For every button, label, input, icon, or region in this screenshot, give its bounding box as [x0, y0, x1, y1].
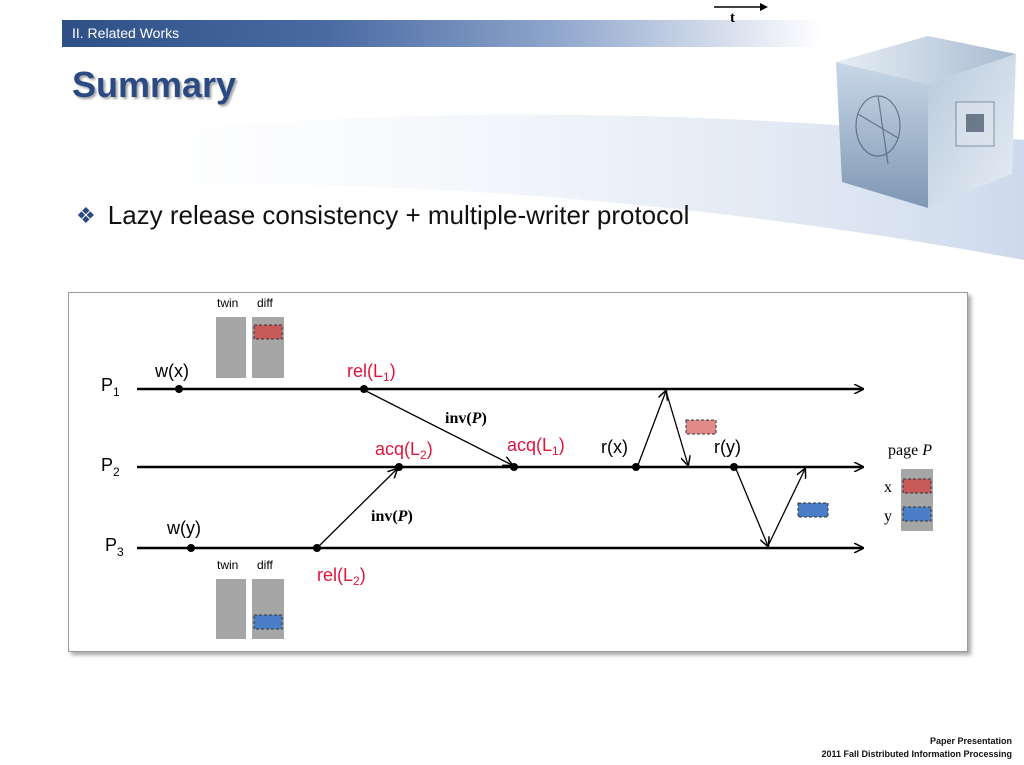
inv-label-bottom: inv(P)	[371, 508, 413, 525]
cube-logo-icon	[836, 36, 1016, 208]
bottom-twin-label: twin	[217, 558, 238, 572]
arrow-rx-reply	[665, 390, 688, 465]
bullet-item: ❖ Lazy release consistency + multiple-wr…	[76, 200, 689, 231]
time-arrow-icon: t	[714, 3, 768, 26]
protocol-diagram: P1 P2 P3 w(x) rel(L1) acq(L2) acq(L1) r(…	[101, 296, 933, 639]
diagram-frame: P1 P2 P3 w(x) rel(L1) acq(L2) acq(L1) r(…	[68, 292, 968, 652]
top-diff-x-block	[253, 324, 283, 340]
bullet-text: Lazy release consistency + multiple-writ…	[107, 200, 690, 230]
arrow-ry-request	[735, 468, 768, 546]
page-p-y-block	[902, 506, 932, 522]
diamond-bullet-icon: ❖	[76, 202, 96, 228]
label-acq-l2: acq(L2)	[375, 439, 433, 462]
process-label-p2: P2	[101, 455, 120, 479]
label-ry: r(y)	[714, 437, 741, 457]
bottom-diff-buffer	[252, 579, 284, 639]
label-rx: r(x)	[601, 437, 628, 457]
top-diff-label: diff	[257, 296, 273, 310]
slide-title: Summary	[72, 64, 237, 105]
time-arrow-label: t	[730, 10, 735, 26]
inv-label-top: inv(P)	[445, 410, 487, 427]
label-rel-l1: rel(L1)	[347, 361, 396, 384]
bottom-diff-y-block	[253, 614, 283, 630]
footer-course: 2011 Fall Distributed Information Proces…	[821, 749, 1012, 759]
label-wx: w(x)	[154, 361, 189, 381]
label-rel-l2: rel(L2)	[317, 565, 366, 588]
process-label-p3: P3	[105, 535, 124, 559]
footer-presentation: Paper Presentation	[929, 736, 1012, 746]
arrow-rel-l2-to-acq-l2	[318, 469, 397, 547]
page-p-block	[901, 469, 933, 531]
arrow-rel-l1-to-acq-l1	[365, 390, 512, 465]
top-twin-buffer	[216, 317, 246, 378]
bottom-twin-buffer	[216, 579, 246, 639]
process-label-p1: P1	[101, 375, 120, 399]
event-dot-wx	[175, 385, 183, 393]
diff-x-in-transit	[685, 419, 717, 435]
arrow-ry-reply	[767, 469, 805, 547]
bottom-diff-label: diff	[257, 558, 273, 572]
section-label: II. Related Works	[72, 25, 180, 41]
header-bar	[62, 20, 822, 47]
page-p-x-label: x	[884, 479, 892, 496]
page-p-label: page P	[888, 442, 932, 459]
arrow-rx-request	[637, 391, 666, 466]
page-p-x-block	[902, 478, 932, 494]
label-wy: w(y)	[166, 518, 201, 538]
top-twin-label: twin	[217, 296, 238, 310]
page-p-y-label: y	[884, 508, 892, 525]
diff-y-in-transit	[797, 502, 829, 518]
event-dot-wy	[187, 544, 195, 552]
label-acq-l1: acq(L1)	[507, 435, 565, 458]
